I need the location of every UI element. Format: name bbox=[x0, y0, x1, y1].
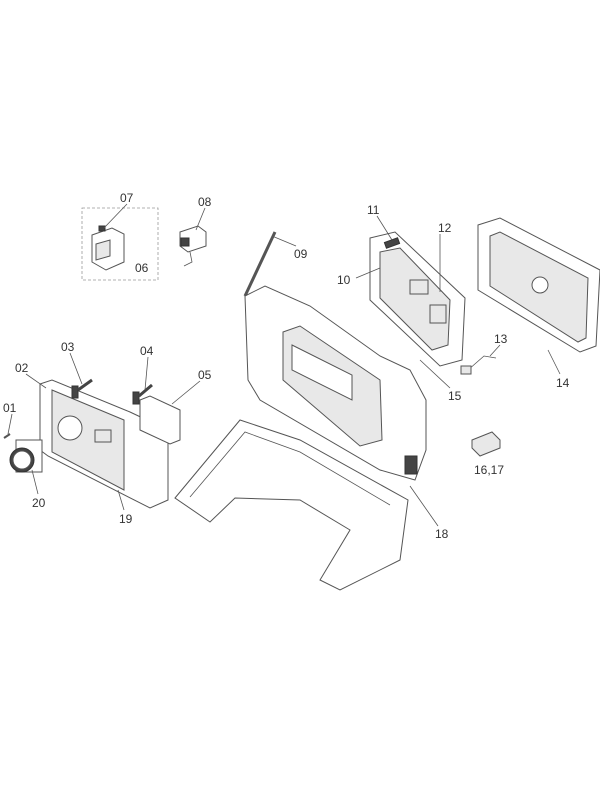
label-08: 08 bbox=[198, 195, 212, 209]
part-05-bracket bbox=[139, 395, 181, 445]
label-16-17: 16,17 bbox=[474, 463, 504, 477]
part-20-timer-knob bbox=[9, 439, 43, 473]
label-04: 04 bbox=[140, 344, 154, 358]
label-19: 19 bbox=[119, 512, 133, 526]
label-12: 12 bbox=[438, 221, 452, 235]
part-04-spring bbox=[132, 383, 153, 405]
label-03: 03 bbox=[61, 340, 75, 354]
leader-lines bbox=[7, 203, 561, 527]
part-13-wire bbox=[460, 355, 497, 375]
part-06-relay bbox=[91, 225, 125, 271]
part-15-housing bbox=[244, 285, 427, 481]
label-07: 07 bbox=[120, 191, 134, 205]
label-13: 13 bbox=[494, 332, 508, 346]
label-18: 18 bbox=[435, 527, 449, 541]
part-01-screw bbox=[3, 433, 11, 439]
label-09: 09 bbox=[294, 247, 308, 261]
label-20: 20 bbox=[32, 496, 46, 510]
label-06: 06 bbox=[135, 261, 149, 275]
part-18-base-tray bbox=[174, 419, 409, 591]
label-11: 11 bbox=[367, 203, 380, 217]
label-01: 01 bbox=[3, 401, 17, 415]
part-03-spring bbox=[71, 378, 93, 399]
part-14-back-cover bbox=[477, 217, 600, 353]
label-14: 14 bbox=[556, 376, 570, 390]
part-16-17-terminal-block bbox=[471, 431, 501, 457]
part-12-control-board bbox=[369, 231, 466, 367]
part-08-connector bbox=[179, 225, 207, 267]
label-10: 10 bbox=[337, 273, 351, 287]
part-19-front-panel bbox=[39, 379, 169, 509]
label-05: 05 bbox=[198, 368, 212, 382]
label-02: 02 bbox=[15, 361, 29, 375]
part-09-rod bbox=[243, 231, 277, 297]
label-15: 15 bbox=[448, 389, 462, 403]
part-06-group-box bbox=[81, 207, 159, 281]
